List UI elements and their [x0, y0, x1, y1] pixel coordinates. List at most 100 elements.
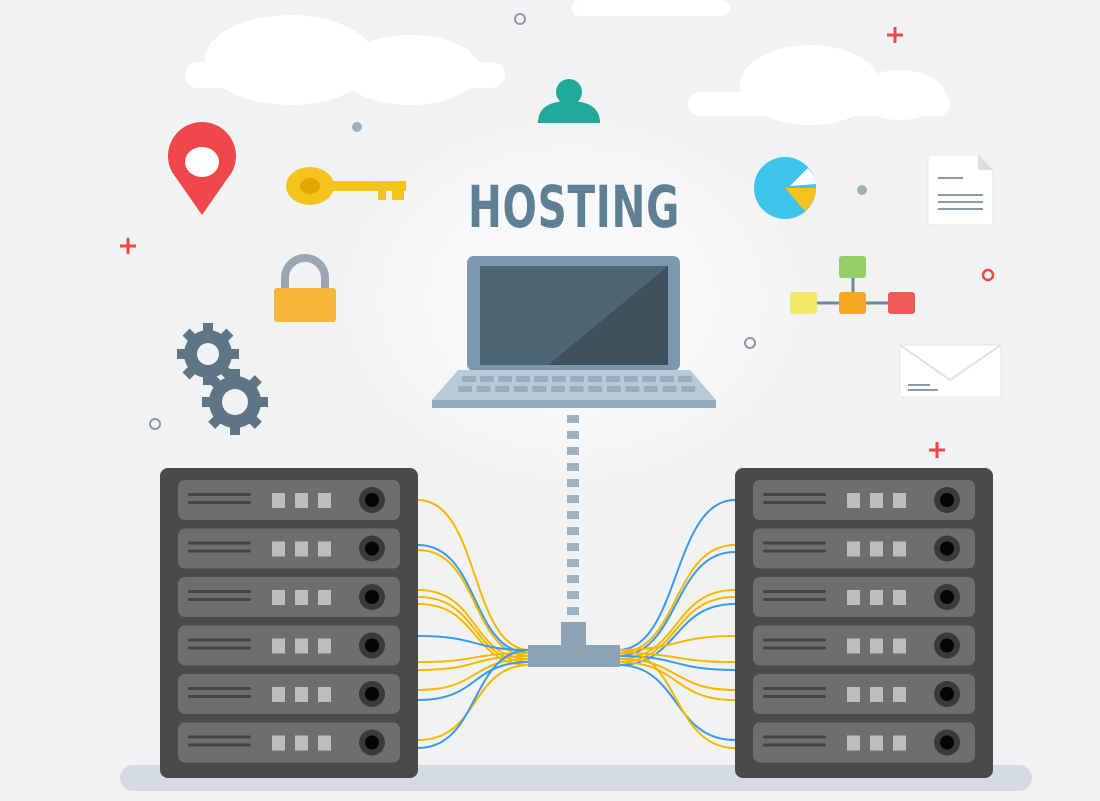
- decor-dot: [352, 122, 362, 132]
- status-light: [847, 687, 860, 702]
- power-button-icon: [365, 493, 379, 507]
- status-light: [272, 493, 285, 508]
- power-button-icon: [940, 735, 954, 750]
- status-light: [318, 735, 331, 751]
- cable-dot: [567, 559, 579, 567]
- status-light: [295, 638, 308, 654]
- status-light: [318, 638, 331, 654]
- server-unit: [753, 722, 975, 763]
- power-button-icon: [365, 590, 379, 604]
- power-button-icon: [940, 687, 954, 701]
- cable: [617, 661, 736, 701]
- cable: [417, 658, 531, 691]
- status-light: [318, 541, 331, 557]
- status-light: [318, 590, 331, 605]
- status-light: [295, 493, 308, 508]
- server-unit: [178, 625, 400, 666]
- cable-dot: [567, 543, 579, 551]
- status-light: [295, 590, 308, 605]
- decor-circles: [149, 13, 756, 430]
- cable: [617, 499, 736, 651]
- power-button-icon: [940, 590, 954, 604]
- cable: [617, 544, 736, 654]
- status-light: [272, 687, 285, 702]
- decor-dot: [857, 185, 867, 195]
- cable: [417, 603, 531, 666]
- power-button-icon: [365, 735, 379, 750]
- status-light: [893, 590, 906, 605]
- server-unit: [753, 577, 975, 617]
- status-light: [870, 590, 883, 605]
- power-button-icon: [365, 541, 379, 556]
- status-light: [893, 541, 906, 557]
- status-light: [847, 735, 860, 751]
- power-button-icon: [365, 638, 379, 653]
- status-light: [870, 493, 883, 508]
- cable: [617, 551, 736, 657]
- status-light: [870, 687, 883, 702]
- server-unit: [753, 674, 975, 714]
- cable-dot: [567, 479, 579, 487]
- cable-dot: [567, 463, 579, 471]
- server-rack-right: [735, 468, 993, 778]
- status-light: [295, 687, 308, 702]
- cable-dot: [567, 591, 579, 599]
- cable-dot: [567, 575, 579, 583]
- network-hub: [528, 622, 620, 667]
- server-unit: [753, 480, 975, 520]
- status-light: [272, 590, 285, 605]
- cable: [417, 661, 531, 701]
- cable: [617, 649, 736, 749]
- gears-icon: [177, 323, 268, 435]
- cable: [417, 635, 531, 651]
- server-unit: [753, 528, 975, 569]
- cable: [617, 658, 736, 691]
- key-icon: [286, 167, 406, 205]
- document-icon: [927, 154, 994, 226]
- cable-dot: [567, 415, 579, 423]
- status-light: [847, 638, 860, 654]
- server-unit: [178, 674, 400, 714]
- laptop-icon: [432, 256, 716, 408]
- envelope-icon: [899, 344, 1002, 398]
- cable: [617, 664, 736, 741]
- cables: [417, 499, 736, 749]
- status-light: [295, 735, 308, 751]
- network-cable: [567, 415, 579, 615]
- status-light: [847, 541, 860, 557]
- cloud-icon: [688, 45, 950, 125]
- decor-circle-red: [981, 268, 995, 282]
- plus-icon: [120, 27, 945, 458]
- status-light: [272, 735, 285, 751]
- cloud-icon: [185, 15, 505, 105]
- status-light: [272, 541, 285, 557]
- cable: [617, 655, 736, 671]
- cable-dot: [567, 495, 579, 503]
- cable-dot: [567, 431, 579, 439]
- status-light: [870, 638, 883, 654]
- flowchart-icon: [790, 256, 915, 314]
- cable-dot: [567, 447, 579, 455]
- power-button-icon: [940, 638, 954, 653]
- cable-dot: [567, 527, 579, 535]
- status-light: [893, 735, 906, 751]
- status-light: [272, 638, 285, 654]
- server-unit: [753, 625, 975, 666]
- cable: [617, 635, 736, 651]
- server-unit: [178, 577, 400, 617]
- status-light: [893, 687, 906, 702]
- cable: [417, 655, 531, 671]
- status-light: [870, 541, 883, 557]
- status-light: [318, 493, 331, 508]
- status-light: [870, 735, 883, 751]
- cable-dot: [567, 607, 579, 615]
- server-unit: [178, 722, 400, 763]
- server-unit: [178, 480, 400, 520]
- server-unit: [178, 528, 400, 569]
- status-light: [318, 687, 331, 702]
- page-title: HOSTING: [468, 173, 680, 241]
- location-pin-icon: [167, 121, 237, 215]
- status-light: [295, 541, 308, 557]
- power-button-icon: [940, 541, 954, 556]
